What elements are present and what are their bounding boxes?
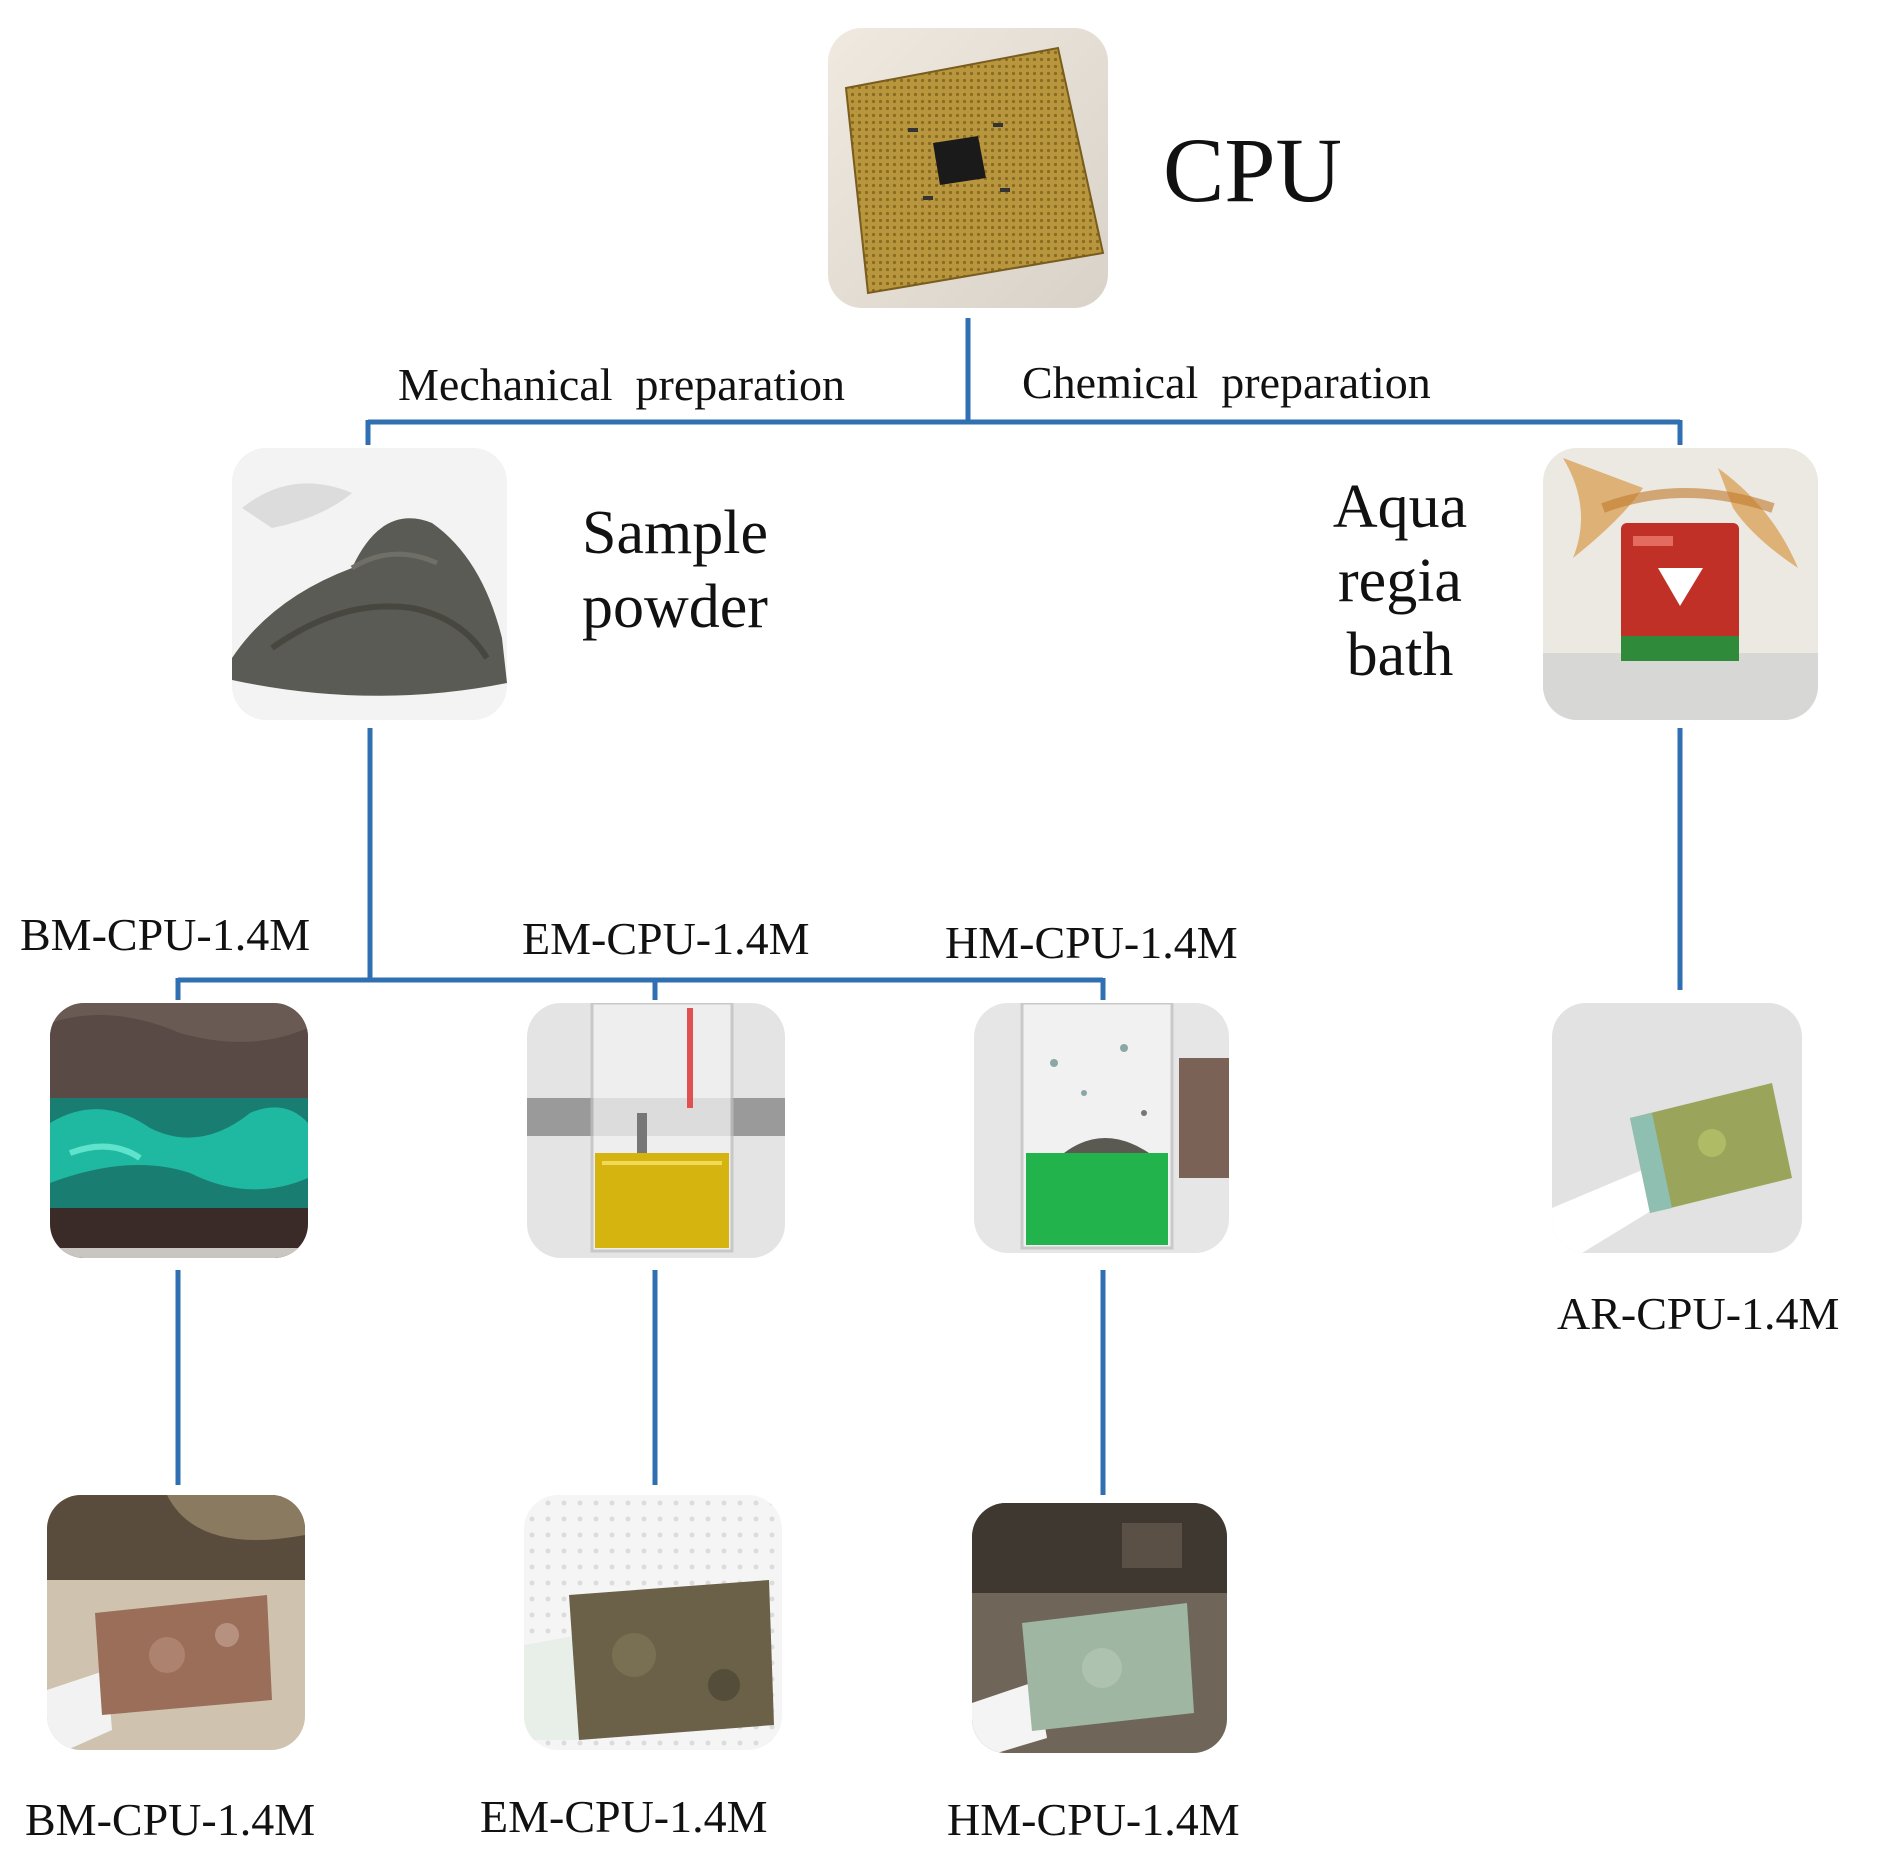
aqua-regia-label-line3: bath bbox=[1346, 621, 1454, 689]
solution-label-em: EM-CPU-1.4M bbox=[522, 913, 810, 964]
product-label-hm: HM-CPU-1.4M bbox=[947, 1794, 1240, 1845]
aqua-regia-label-line1: Aqua bbox=[1332, 473, 1468, 541]
aqua-regia-label: Aqua regia bath bbox=[1290, 470, 1510, 692]
hm-product-photo bbox=[972, 1503, 1227, 1753]
bm-product-photo bbox=[47, 1495, 305, 1750]
solution-label-bm: BM-CPU-1.4M bbox=[20, 909, 311, 960]
em-solution-photo bbox=[527, 1003, 785, 1258]
solution-label-hm: HM-CPU-1.4M bbox=[945, 917, 1238, 968]
aqua-regia-photo bbox=[1543, 448, 1818, 720]
em-product-photo bbox=[524, 1495, 782, 1750]
ar-product-photo bbox=[1552, 1003, 1802, 1253]
sample-powder-photo bbox=[232, 448, 507, 720]
mechanical-preparation-label: Mechanical preparation bbox=[398, 359, 845, 410]
bm-solution-photo bbox=[50, 1003, 308, 1258]
product-label-bm: BM-CPU-1.4M bbox=[25, 1794, 316, 1845]
sample-powder-label-line2: powder bbox=[582, 573, 768, 641]
product-label-ar: AR-CPU-1.4M bbox=[1557, 1288, 1840, 1339]
sample-powder-label: Sample powder bbox=[545, 496, 805, 644]
cpu-label: CPU bbox=[1163, 119, 1342, 221]
sample-powder-label-line1: Sample bbox=[582, 499, 768, 567]
chemical-preparation-label: Chemical preparation bbox=[1022, 357, 1431, 408]
product-label-em: EM-CPU-1.4M bbox=[480, 1791, 768, 1842]
aqua-regia-label-line2: regia bbox=[1338, 547, 1462, 615]
cpu-photo bbox=[828, 28, 1108, 308]
hm-solution-photo bbox=[974, 1003, 1229, 1253]
